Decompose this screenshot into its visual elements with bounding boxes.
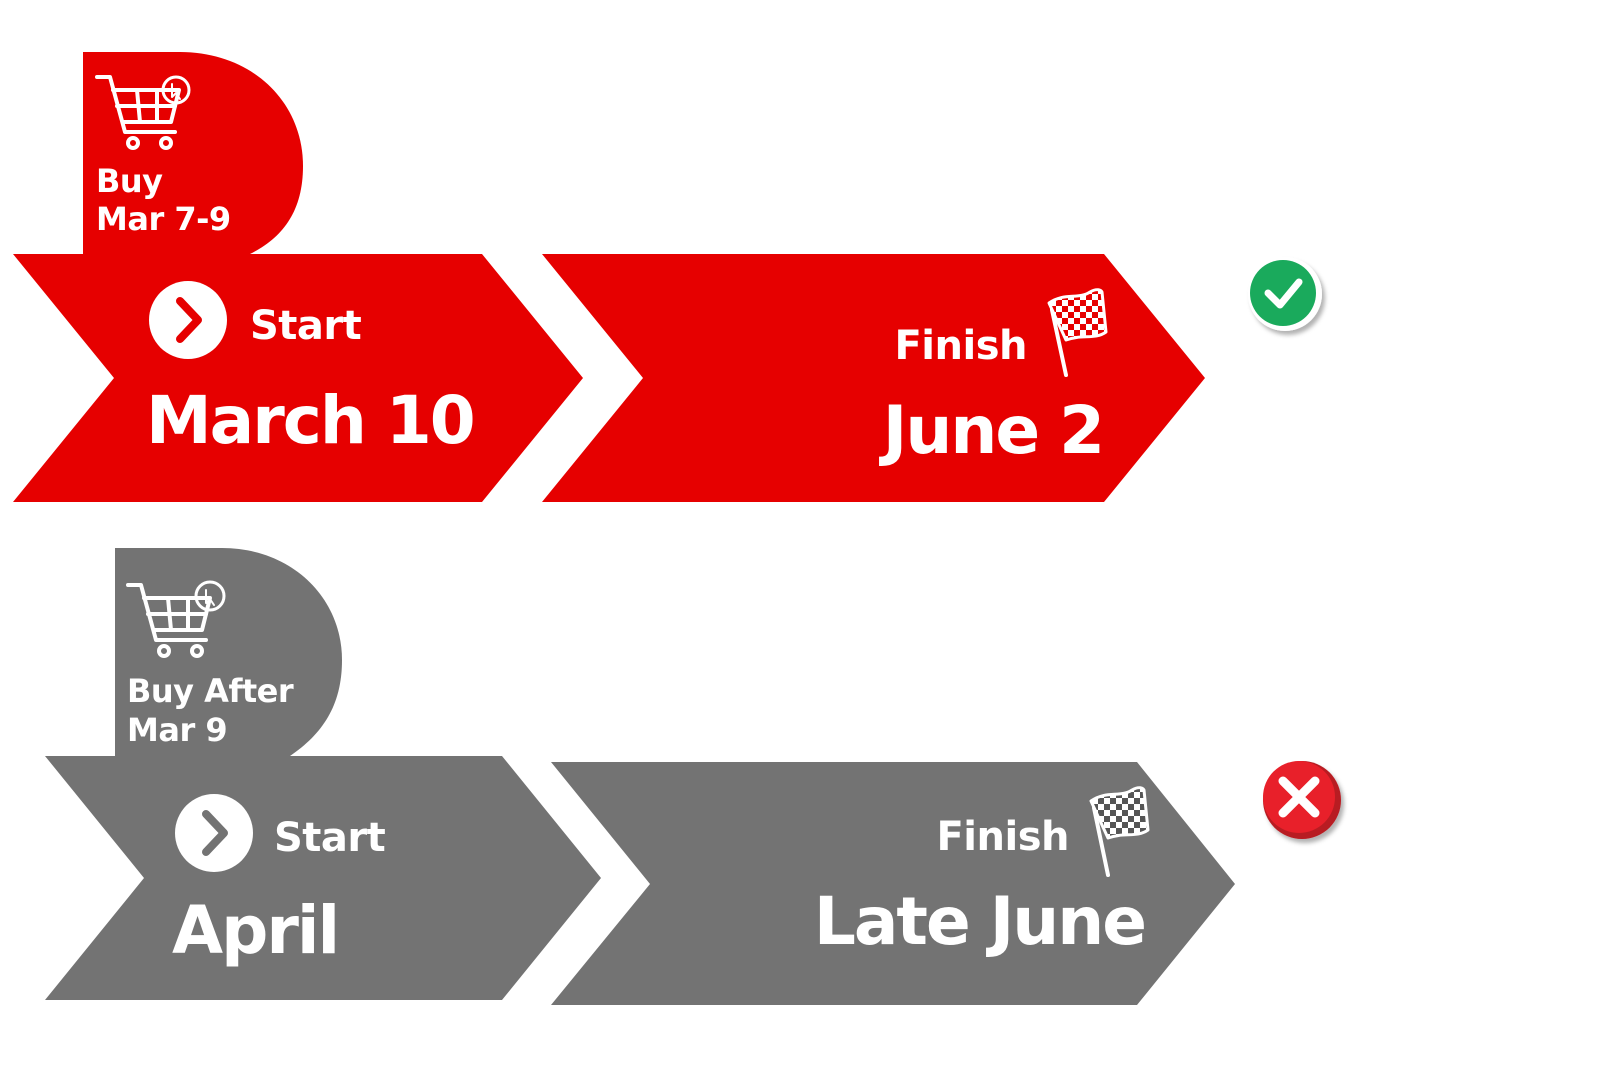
timeline-row-failure: Buy After Mar 9 Start April Finish Late … bbox=[45, 548, 1341, 1005]
check-circle-icon bbox=[1248, 257, 1322, 331]
checkered-flag-icon bbox=[1089, 786, 1150, 877]
buy-window-line-2: Mar 7-9 bbox=[96, 200, 231, 238]
shopping-cart-icon bbox=[95, 75, 191, 150]
start-label: Start bbox=[274, 815, 386, 861]
start-label: Start bbox=[250, 303, 362, 349]
buy-window-line-2: Mar 9 bbox=[127, 711, 227, 749]
start-chevron bbox=[13, 254, 583, 502]
buy-window-line-1: Buy After bbox=[127, 672, 294, 710]
finish-label: Finish bbox=[894, 323, 1027, 369]
timeline-row-success: Buy Mar 7-9 Start March 10 Finish June 2 bbox=[13, 52, 1322, 502]
buy-window-line-1: Buy bbox=[96, 162, 163, 200]
finish-date: Late June bbox=[814, 883, 1145, 960]
finish-date: June 2 bbox=[879, 392, 1103, 469]
chevron-right-circle-icon bbox=[149, 281, 227, 359]
finish-label: Finish bbox=[936, 814, 1069, 860]
start-date: March 10 bbox=[146, 382, 474, 459]
chevron-right-circle-icon bbox=[175, 794, 253, 872]
checkered-flag-icon bbox=[1047, 288, 1108, 377]
start-date: April bbox=[172, 892, 338, 969]
x-circle-icon bbox=[1263, 761, 1341, 839]
shopping-cart-icon bbox=[126, 580, 226, 658]
finish-chevron bbox=[551, 762, 1235, 1005]
finish-chevron bbox=[542, 254, 1205, 502]
